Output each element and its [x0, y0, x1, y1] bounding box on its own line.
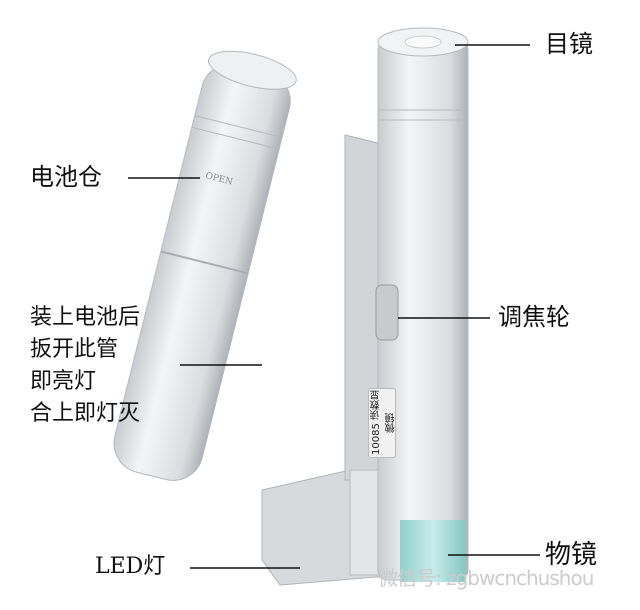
- label-eyepiece: 目镜: [545, 30, 593, 58]
- device-tag: 10085 读数显微镜: [368, 388, 397, 458]
- instruction-line: 即亮灯: [30, 369, 97, 394]
- label-objective: 物镜: [545, 540, 598, 570]
- objective-lens: [400, 520, 466, 582]
- focus-wheel: [375, 284, 399, 341]
- battery-tube: [113, 50, 297, 481]
- instruction-line: 扳开此管: [30, 337, 119, 362]
- instruction-line: 装上电池后: [30, 305, 141, 330]
- instruction-line: 合上即灯灭: [30, 401, 141, 426]
- label-battery-compartment: 电池仓: [30, 163, 102, 191]
- watermark: 微信号: zgbwcnchushou: [378, 566, 594, 590]
- label-led-light: LED灯: [95, 554, 166, 579]
- pointer-lines: [128, 44, 540, 569]
- label-instructions: 装上电池后 扳开此管 即亮灯 合上即灯灭: [30, 302, 140, 430]
- label-focus-wheel: 调焦轮: [498, 303, 570, 331]
